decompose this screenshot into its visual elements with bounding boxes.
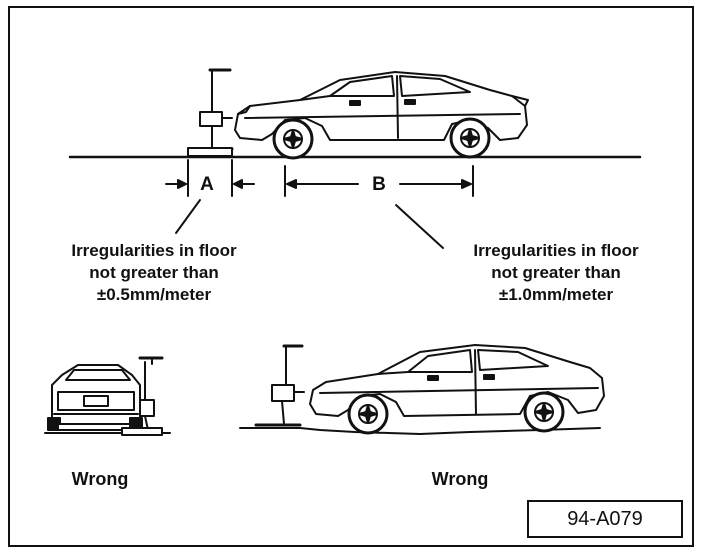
leader-line-a	[175, 199, 201, 234]
floor-line-bottom	[239, 427, 601, 435]
wrong-caption-left: Wrong	[71, 469, 129, 489]
alignment-stand-bottom	[254, 344, 305, 427]
wrong-caption-right: Wrong	[431, 469, 489, 489]
figure-code-box: 94-A079	[527, 500, 683, 538]
ruler-b	[284, 165, 474, 197]
floor-tolerance-note-a: Irregularities in floor not greater than…	[34, 240, 274, 306]
car-rear-view	[44, 364, 171, 434]
note-a-line3: ±0.5mm/meter	[96, 285, 212, 304]
car-side-top	[234, 71, 529, 160]
ruler-a-label: A	[200, 174, 214, 195]
floor-tolerance-note-b: Irregularities in floor not greater than…	[436, 240, 676, 306]
note-a-line1: Irregularities in floor	[71, 241, 237, 260]
ruler-a	[165, 159, 255, 197]
note-b-line3: ±1.0mm/meter	[498, 285, 614, 304]
alignment-stand-top	[187, 68, 234, 157]
alignment-stand-rear	[121, 356, 164, 436]
leader-line-b	[395, 204, 444, 249]
note-b-line2: not greater than	[491, 263, 621, 282]
note-a-line2: not greater than	[89, 263, 219, 282]
ruler-b-label: B	[372, 174, 386, 195]
note-b-line1: Irregularities in floor	[473, 241, 639, 260]
car-side-bottom	[309, 344, 605, 435]
diagram-frame	[8, 6, 694, 547]
